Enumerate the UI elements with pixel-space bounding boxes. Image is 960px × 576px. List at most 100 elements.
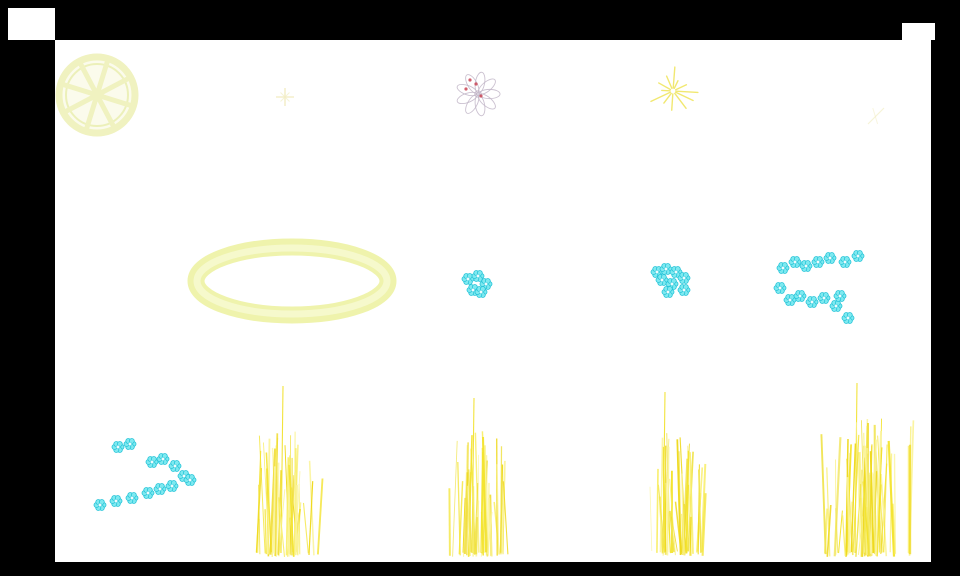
- grass-blade: [659, 437, 664, 553]
- grass-blade: [278, 497, 286, 557]
- flower-center: [815, 259, 821, 265]
- grass-blade: [689, 516, 692, 556]
- flower-center: [833, 303, 839, 309]
- grass-blade: [856, 422, 861, 557]
- sketch-center: [474, 90, 482, 98]
- grass-blade: [669, 510, 675, 553]
- flower-center: [478, 289, 484, 295]
- starburst-sprite: [650, 66, 699, 111]
- grass-tuft-3: [649, 391, 707, 556]
- flower-center: [465, 276, 471, 282]
- grass-blade: [875, 430, 882, 556]
- flower-center: [777, 285, 783, 291]
- grass-blade: [862, 481, 870, 556]
- grass-blade: [452, 440, 458, 557]
- flower-center: [673, 269, 679, 275]
- grass-blade: [689, 452, 694, 554]
- grass-blade: [887, 440, 896, 557]
- grass-blade: [502, 481, 509, 555]
- citrus-wheel-sprite: [55, 53, 139, 137]
- wheel-hub: [92, 90, 102, 100]
- grass-tuft-4: [820, 382, 915, 557]
- cyan-flower-cluster-bottom-left: [93, 438, 197, 511]
- grass-blade: [496, 464, 500, 554]
- grass-blade: [833, 437, 842, 557]
- grass-blade: [649, 486, 653, 552]
- corner-notch: [8, 8, 55, 40]
- grass-blade: [468, 469, 472, 553]
- grass-blade: [698, 469, 702, 553]
- grass-blade: [285, 457, 290, 556]
- flower-center: [837, 293, 843, 299]
- grass-blade: [500, 446, 503, 555]
- flower-center: [780, 265, 786, 271]
- grass-blade: [255, 468, 263, 553]
- burst-ray: [672, 66, 676, 89]
- cyan-flower-cluster-mid-medium: [650, 263, 691, 298]
- grass-blade: [297, 512, 300, 554]
- grass-blade: [287, 510, 291, 555]
- grass-blade: [826, 504, 832, 557]
- flower-center: [665, 289, 671, 295]
- flower-center: [803, 263, 809, 269]
- grass-blade: [480, 452, 484, 553]
- grass-blade: [480, 511, 484, 556]
- grass-blade: [316, 478, 324, 555]
- flower-center: [145, 490, 151, 496]
- grass-blade: [838, 510, 843, 554]
- grass-blade: [466, 485, 471, 557]
- flower-center: [475, 273, 481, 279]
- grass-blade: [475, 517, 478, 555]
- flower-center: [681, 275, 687, 281]
- grass-tuft-2: [448, 397, 509, 557]
- cyan-flower-cluster-mid-large: [773, 250, 865, 324]
- grass-blade: [263, 442, 270, 555]
- flower-center: [129, 495, 135, 501]
- wheel-spoke: [94, 76, 131, 98]
- wheel-spoke: [94, 59, 110, 98]
- flower-center: [842, 259, 848, 265]
- sketch-red-dot: [474, 82, 478, 86]
- flower-center: [160, 456, 166, 462]
- glint-ray: [872, 107, 879, 125]
- burst-ray: [675, 84, 688, 91]
- cyan-flower-cluster-mid-small: [461, 270, 493, 298]
- grass-blade: [273, 466, 276, 554]
- flower-center: [787, 297, 793, 303]
- grass-blade: [676, 439, 682, 556]
- grass-blade: [867, 453, 871, 555]
- burst-ray: [658, 82, 672, 91]
- wheel-spoke: [94, 92, 133, 108]
- grass-blade: [826, 467, 831, 557]
- wheel-spoke: [94, 92, 116, 129]
- grass-blade: [880, 473, 888, 557]
- grass-blade: [667, 511, 672, 554]
- cyan-flower-clusters: [93, 250, 865, 511]
- grass-blade: [681, 473, 685, 556]
- grass-blade: [662, 447, 666, 553]
- grass-blade: [658, 484, 665, 552]
- grass-blade: [656, 468, 659, 553]
- flower-center: [169, 483, 175, 489]
- grass-blade: [463, 445, 468, 557]
- grass-blade: [666, 446, 670, 556]
- flower-sketch-sprite: [456, 71, 501, 117]
- flower-center: [157, 486, 163, 492]
- wheel-spoke: [61, 82, 100, 98]
- burst-ray: [674, 92, 687, 109]
- flower-center: [797, 293, 803, 299]
- grass-blade: [294, 471, 301, 557]
- grass-blade: [860, 451, 864, 557]
- flower-center: [187, 477, 193, 483]
- wheel-spoke: [63, 92, 100, 114]
- burst-ray: [673, 80, 679, 89]
- wheel-spoke: [78, 61, 100, 98]
- flower-center: [149, 459, 155, 465]
- grass-blade: [701, 493, 707, 556]
- flower-center: [181, 473, 187, 479]
- grass-blade: [869, 451, 875, 554]
- grass-blade: [496, 438, 498, 556]
- flower-center: [654, 269, 660, 275]
- flower-center: [470, 287, 476, 293]
